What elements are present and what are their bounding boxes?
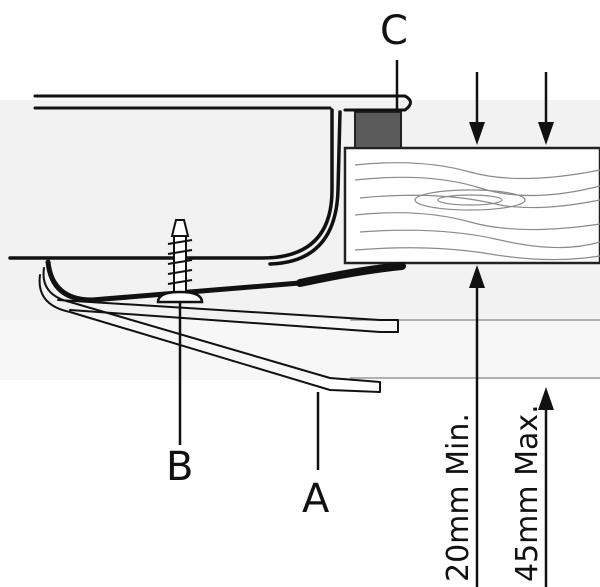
dimension-max-label: 45mm Max. (510, 404, 545, 582)
background-panel-bottom (0, 320, 600, 380)
seal-gasket (354, 111, 402, 149)
hob-basin (8, 108, 342, 266)
dimension-max (538, 72, 554, 587)
label-a: A (302, 476, 330, 522)
label-c: C (380, 8, 408, 54)
fixing-screw (156, 219, 204, 304)
dimension-min-label: 20mm Min. (441, 413, 476, 582)
mounting-clip (38, 259, 406, 393)
hob-top-plate (33, 94, 412, 112)
worktop (343, 146, 600, 265)
dimension-min (469, 72, 485, 587)
label-b: B (166, 444, 193, 490)
